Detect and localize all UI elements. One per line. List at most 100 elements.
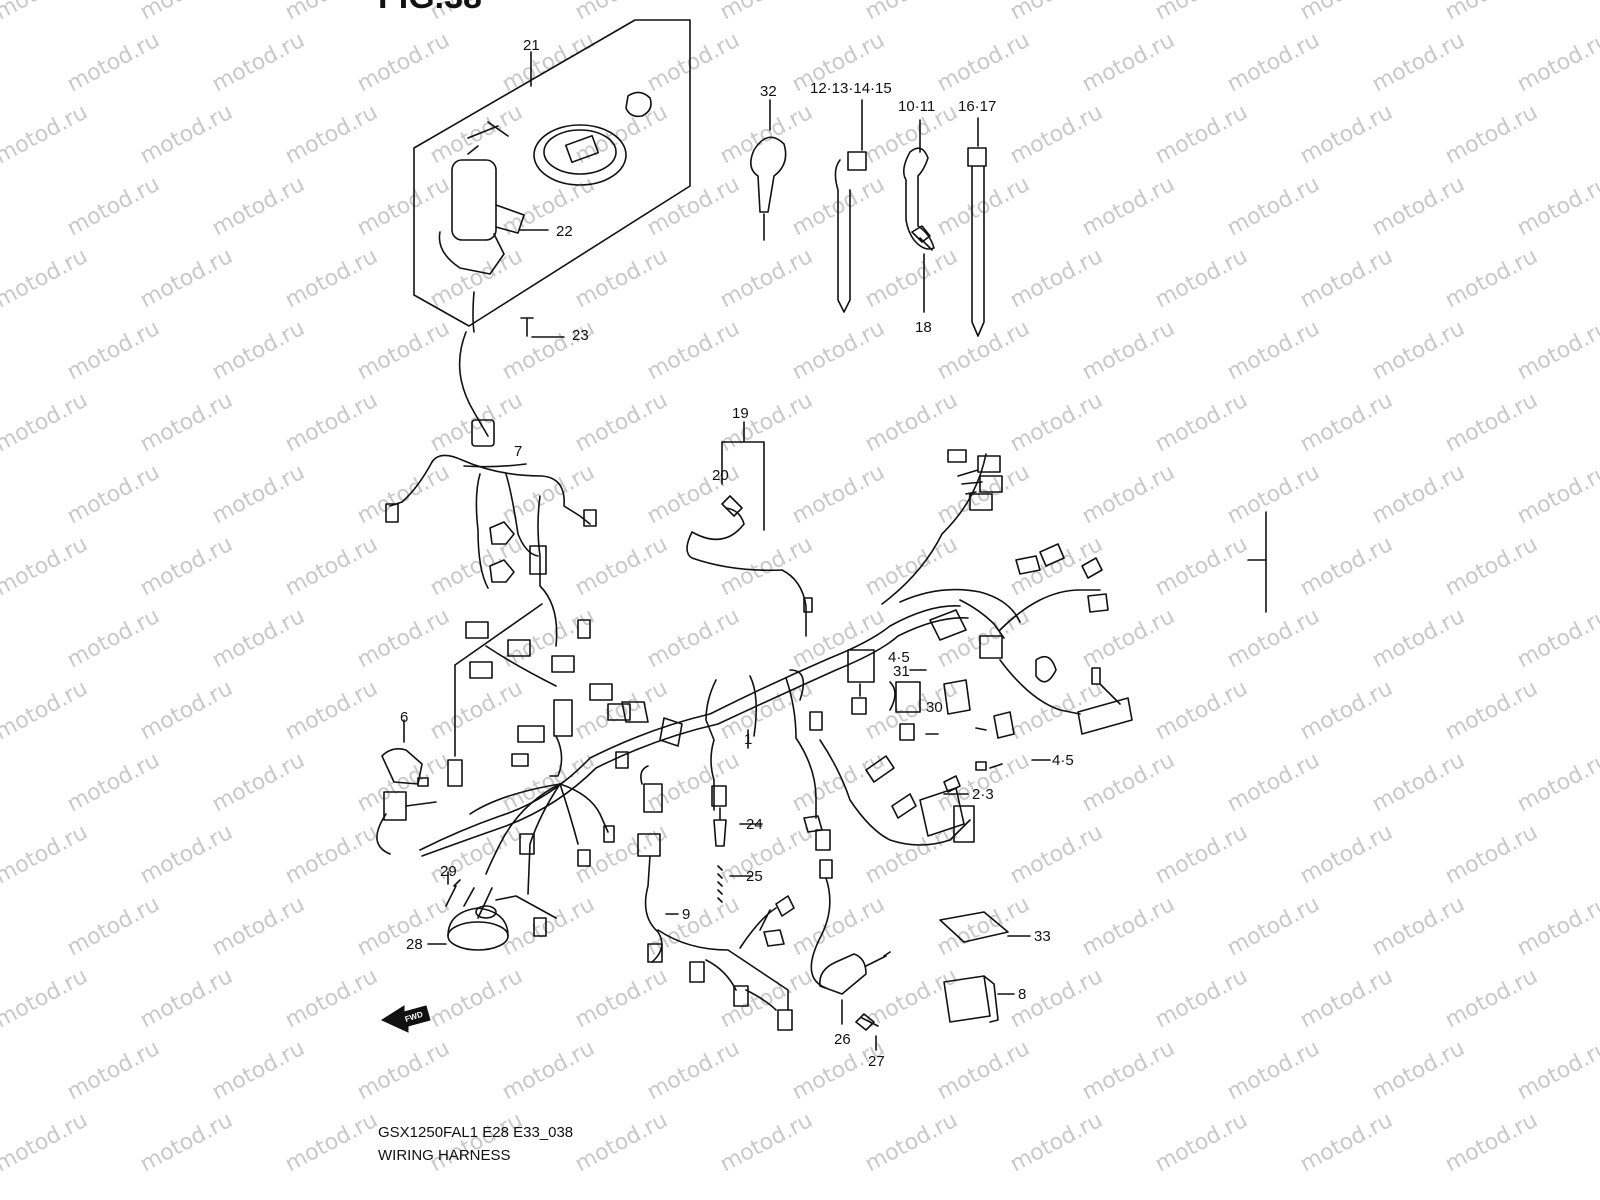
watermark-text: motod.ru bbox=[136, 0, 237, 25]
watermark-text: motod.ru bbox=[498, 1036, 599, 1105]
watermark-text: motod.ru bbox=[1513, 460, 1600, 529]
watermark-text: motod.ru bbox=[0, 0, 92, 25]
callout-4-5-b: 4·5 bbox=[1052, 752, 1074, 769]
watermark-text: motod.ru bbox=[1513, 28, 1600, 97]
callout-7: 7 bbox=[514, 443, 522, 460]
watermark-text: motod.ru bbox=[1006, 820, 1107, 889]
watermark-text: motod.ru bbox=[63, 892, 164, 961]
watermark-text: motod.ru bbox=[788, 892, 889, 961]
label-33 bbox=[939, 911, 1009, 943]
bolt-27 bbox=[855, 1013, 879, 1031]
watermark-text: motod.ru bbox=[643, 1036, 744, 1105]
watermark-text: motod.ru bbox=[788, 460, 889, 529]
watermark-text: motod.ru bbox=[426, 964, 527, 1033]
watermark-text: motod.ru bbox=[1368, 460, 1469, 529]
watermark-text: motod.ru bbox=[788, 316, 889, 385]
watermark-text: motod.ru bbox=[353, 460, 454, 529]
callout-8: 8 bbox=[1018, 986, 1026, 1003]
watermark-text: motod.ru bbox=[643, 316, 744, 385]
watermark-text: motod.ru bbox=[1296, 532, 1397, 601]
callout-4-5-a: 4·5 bbox=[888, 649, 910, 666]
watermark-text: motod.ru bbox=[1296, 388, 1397, 457]
spring-25 bbox=[717, 865, 723, 903]
bolt-29 bbox=[445, 879, 461, 907]
watermark-text: motod.ru bbox=[208, 28, 309, 97]
watermark-text: motod.ru bbox=[281, 388, 382, 457]
watermark-text: motod.ru bbox=[1441, 0, 1542, 25]
clamp-10-11 bbox=[902, 147, 935, 250]
watermark-text: motod.ru bbox=[1078, 316, 1179, 385]
callout-32: 32 bbox=[760, 83, 777, 100]
callout-27: 27 bbox=[868, 1053, 885, 1070]
watermark-text: motod.ru bbox=[63, 460, 164, 529]
watermark-text: motod.ru bbox=[1151, 964, 1252, 1033]
watermark-text: motod.ru bbox=[498, 892, 599, 961]
watermark-text: motod.ru bbox=[136, 964, 237, 1033]
ignition-switch bbox=[451, 159, 497, 241]
watermark-text: motod.ru bbox=[0, 100, 92, 169]
watermark-text: motod.ru bbox=[1296, 100, 1397, 169]
watermark-text: motod.ru bbox=[1151, 820, 1252, 889]
bolt-18 bbox=[911, 225, 933, 251]
watermark-text: motod.ru bbox=[1151, 676, 1252, 745]
callout-24: 24 bbox=[746, 816, 763, 833]
callout-20: 20 bbox=[712, 467, 729, 484]
watermark-text: motod.ru bbox=[208, 316, 309, 385]
callout-6: 6 bbox=[400, 709, 408, 726]
watermark-text: motod.ru bbox=[1223, 604, 1324, 673]
watermark-text: motod.ru bbox=[281, 676, 382, 745]
watermark-text: motod.ru bbox=[716, 964, 817, 1033]
callout-12-15: 12·13·14·15 bbox=[810, 80, 892, 97]
watermark-text: motod.ru bbox=[136, 1108, 237, 1177]
sub-harness-9 bbox=[637, 833, 795, 1031]
watermark-text: motod.ru bbox=[1296, 820, 1397, 889]
watermark-text: motod.ru bbox=[63, 1036, 164, 1105]
watermark-text: motod.ru bbox=[1078, 892, 1179, 961]
watermark-text: motod.ru bbox=[1368, 604, 1469, 673]
watermark-text: motod.ru bbox=[1151, 388, 1252, 457]
watermark-text: motod.ru bbox=[208, 748, 309, 817]
watermark-text: motod.ru bbox=[1296, 964, 1397, 1033]
fuel-cap bbox=[533, 124, 627, 186]
watermark-text: motod.ru bbox=[1441, 1108, 1542, 1177]
watermark-text: motod.ru bbox=[1151, 0, 1252, 25]
watermark-text: motod.ru bbox=[1368, 316, 1469, 385]
watermark-text: motod.ru bbox=[208, 892, 309, 961]
watermark-text: motod.ru bbox=[426, 1108, 527, 1177]
figure-code-caption: GSX1250FAL1 E28 E33_038 bbox=[378, 1124, 574, 1141]
watermark-text: motod.ru bbox=[1006, 244, 1107, 313]
callout-33: 33 bbox=[1034, 928, 1051, 945]
watermark-text: motod.ru bbox=[281, 1108, 382, 1177]
watermark-text: motod.ru bbox=[1368, 1036, 1469, 1105]
watermark-text: motod.ru bbox=[1078, 460, 1179, 529]
watermark-text: motod.ru bbox=[1078, 604, 1179, 673]
watermark-text: motod.ru bbox=[1296, 244, 1397, 313]
watermark-text: motod.ru bbox=[861, 1108, 962, 1177]
watermark-text: motod.ru bbox=[1151, 100, 1252, 169]
watermark-text: motod.ru bbox=[63, 28, 164, 97]
watermark-text: motod.ru bbox=[63, 316, 164, 385]
watermark-text: motod.ru bbox=[1006, 532, 1107, 601]
watermark-text: motod.ru bbox=[136, 100, 237, 169]
seat-lock bbox=[625, 91, 652, 118]
watermark-text: motod.ru bbox=[1151, 244, 1252, 313]
watermark-text: motod.ru bbox=[933, 28, 1034, 97]
watermark-text: motod.ru bbox=[643, 460, 744, 529]
watermark-text: motod.ru bbox=[1223, 172, 1324, 241]
watermark-text: motod.ru bbox=[1513, 892, 1600, 961]
callout-25: 25 bbox=[746, 868, 763, 885]
callout-28: 28 bbox=[406, 936, 423, 953]
watermark-text: motod.ru bbox=[1006, 100, 1107, 169]
watermark-text: motod.ru bbox=[426, 532, 527, 601]
watermark-text: motod.ru bbox=[1296, 1108, 1397, 1177]
callout-9: 9 bbox=[682, 906, 690, 923]
watermark-text: motod.ru bbox=[1441, 820, 1542, 889]
callout-18: 18 bbox=[915, 319, 932, 336]
watermark-text: motod.ru bbox=[136, 244, 237, 313]
watermark-text: motod.ru bbox=[1223, 1036, 1324, 1105]
callout-19: 19 bbox=[732, 405, 749, 422]
watermark-text: motod.ru bbox=[208, 460, 309, 529]
lock-set-box bbox=[413, 19, 691, 333]
watermark-text: motod.ru bbox=[136, 676, 237, 745]
watermark-text: motod.ru bbox=[861, 244, 962, 313]
